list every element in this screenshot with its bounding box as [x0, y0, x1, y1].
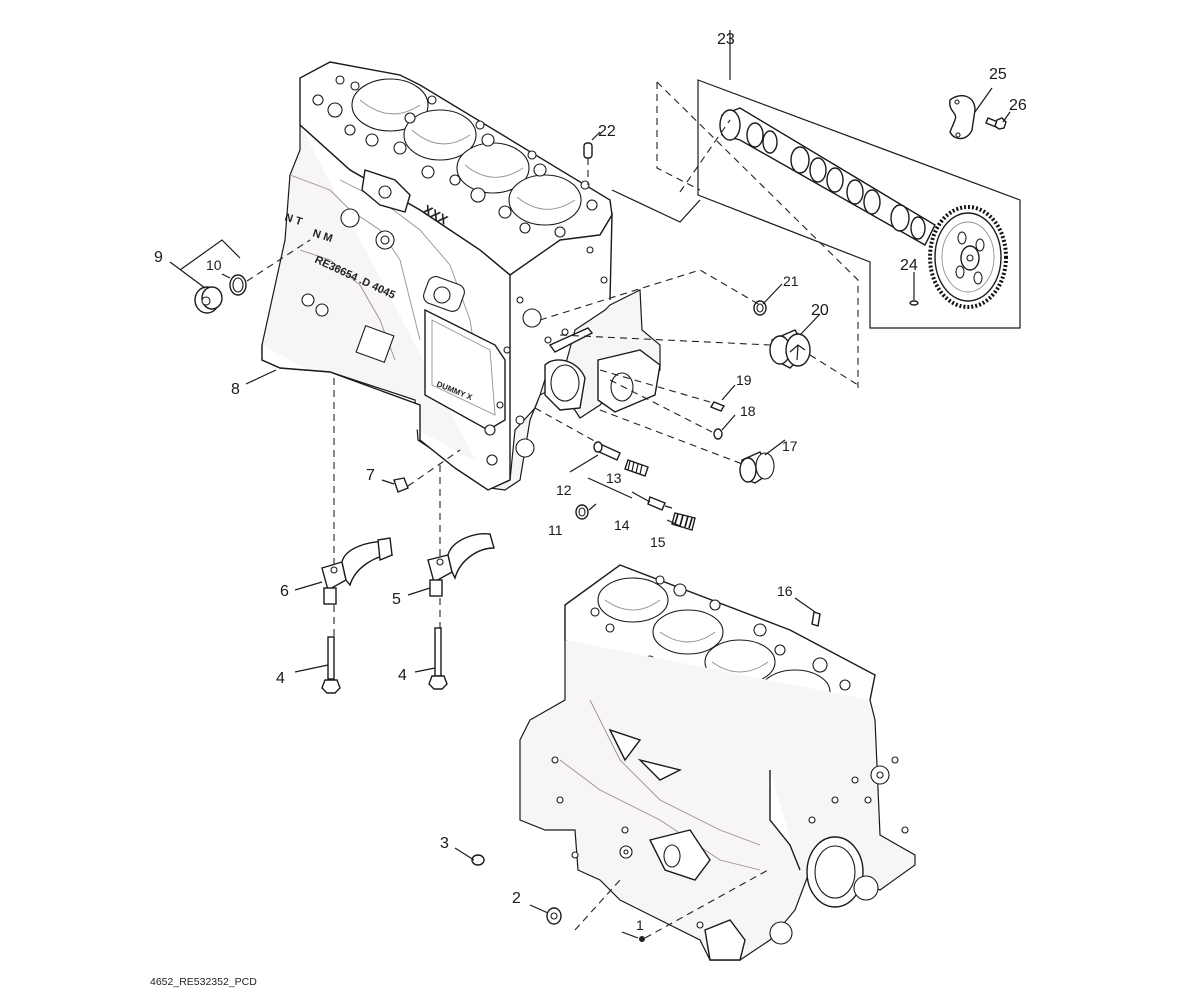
cylinder-block-upper[interactable]: N T N M RE36654 .D 4045 XXX DUMMY X	[261, 61, 661, 491]
emboss-nt: N T	[283, 211, 304, 228]
callout-20[interactable]: 20	[811, 302, 829, 319]
callout-26[interactable]: 26	[1009, 97, 1027, 114]
o-ring-10[interactable]	[229, 274, 247, 296]
main-bearing-cap-5[interactable]	[427, 533, 495, 597]
spring-15[interactable]	[671, 512, 696, 531]
callout-5[interactable]: 5	[392, 591, 401, 608]
camshaft-gear[interactable]	[928, 205, 1008, 309]
cylinder-block-lower[interactable]	[519, 564, 916, 961]
callout-6[interactable]: 6	[280, 583, 289, 600]
leader-lines	[169, 87, 1011, 939]
callout-24[interactable]: 24	[900, 257, 918, 274]
callout-7[interactable]: 7	[366, 467, 375, 484]
fitting-16[interactable]	[811, 611, 821, 627]
camshaft-group-frame	[697, 30, 1021, 329]
callout-13[interactable]: 13	[606, 470, 622, 486]
main-bearing-cap-6[interactable]	[321, 537, 393, 605]
pin-19[interactable]	[709, 401, 726, 412]
cap-screw-26[interactable]	[985, 117, 1007, 130]
callout-11[interactable]: 11	[548, 522, 563, 538]
callout-17[interactable]: 17	[782, 438, 798, 454]
spring-13[interactable]	[624, 459, 649, 477]
callout-25[interactable]: 25	[989, 66, 1007, 83]
callout-21[interactable]: 21	[783, 273, 799, 289]
cap-screw-4-left[interactable]	[321, 636, 341, 694]
diagram-caption: 4652_RE532352_PCD	[150, 976, 257, 988]
plug-1[interactable]	[639, 936, 645, 942]
callout-2[interactable]: 2	[512, 890, 521, 907]
cap-screw-4-right[interactable]	[428, 627, 448, 690]
dowel-22[interactable]	[583, 142, 593, 159]
valve-14[interactable]	[647, 496, 673, 511]
callout-10[interactable]: 10	[206, 257, 222, 273]
plug-3[interactable]	[471, 854, 485, 866]
camshaft[interactable]	[719, 107, 936, 246]
callout-4-left[interactable]: 4	[276, 670, 285, 687]
plug-7[interactable]	[393, 477, 409, 493]
bushing-17[interactable]	[739, 451, 775, 484]
callout-22[interactable]: 22	[598, 123, 616, 140]
plug-18[interactable]	[713, 428, 723, 440]
callout-3[interactable]: 3	[440, 835, 449, 852]
callout-15[interactable]: 15	[650, 534, 666, 550]
key-24[interactable]	[909, 300, 919, 306]
plug-9[interactable]	[194, 286, 223, 314]
callout-4-right[interactable]: 4	[398, 667, 407, 684]
emboss-nm: N M	[311, 227, 334, 245]
bushing-group-frame	[656, 81, 859, 388]
valve-12[interactable]	[593, 441, 621, 461]
callout-9[interactable]: 9	[154, 249, 163, 266]
callout-14[interactable]: 14	[614, 517, 630, 533]
callout-19[interactable]: 19	[736, 372, 752, 388]
assembly-lines	[246, 119, 859, 939]
plug-2[interactable]	[546, 907, 562, 925]
callout-16[interactable]: 16	[777, 583, 793, 599]
thrust-plate-25[interactable]	[949, 94, 976, 140]
callout-23[interactable]: 23	[717, 31, 735, 48]
callout-18[interactable]: 18	[740, 403, 756, 419]
callout-12[interactable]: 12	[556, 482, 572, 498]
callout-labels: 1 2 3 4 4 5 6 7 8 9 10 11 12 13 14 15 16…	[154, 31, 1027, 933]
camshaft-bushing-20[interactable]	[769, 329, 811, 369]
washer-11[interactable]	[575, 504, 589, 520]
callout-1[interactable]: 1	[636, 917, 644, 933]
callout-8[interactable]: 8	[231, 381, 240, 398]
plug-21[interactable]	[753, 300, 767, 316]
